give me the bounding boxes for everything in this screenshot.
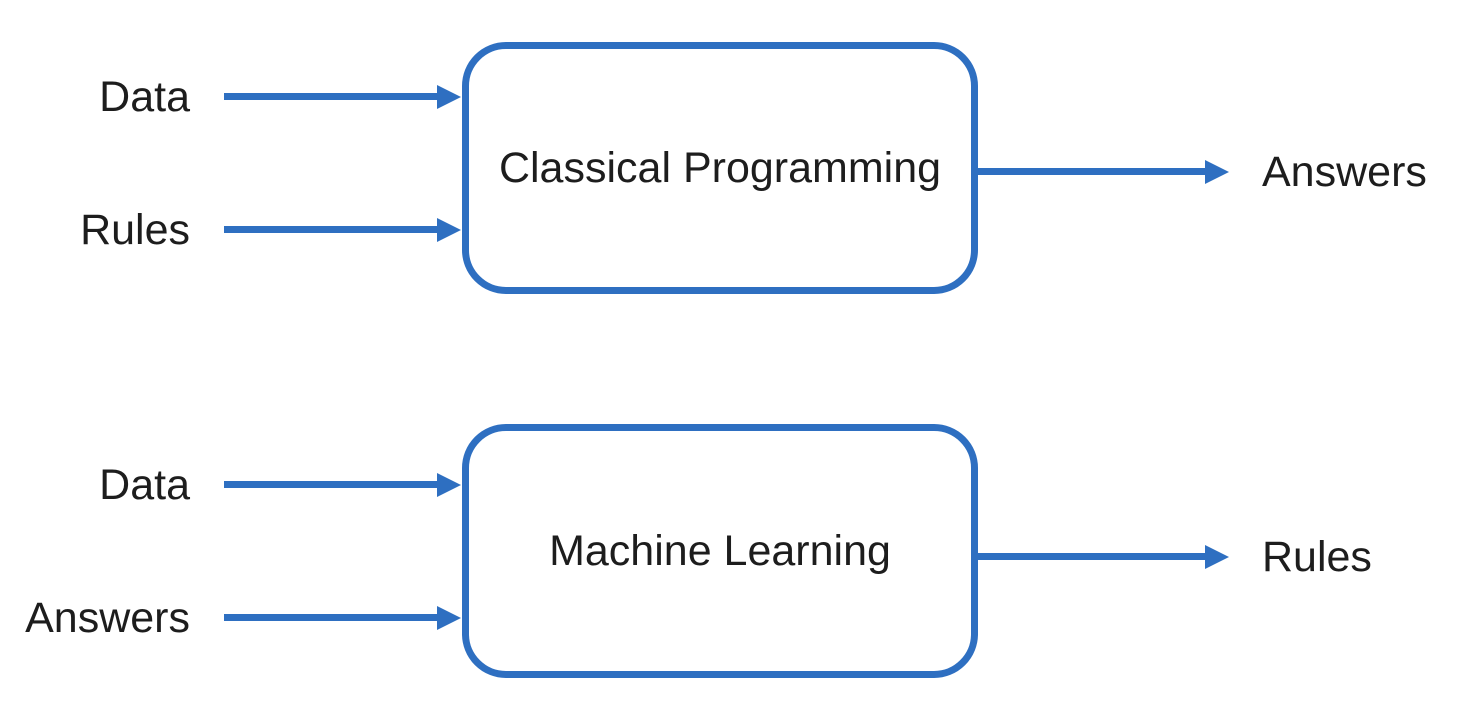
process-box-classical-programming: Classical Programming [462,42,978,294]
input-arrow-data-icon [224,93,438,100]
output-label-answers: Answers [1262,148,1427,196]
input-label-answers: Answers [25,594,190,642]
output-label-rules: Rules [1262,533,1372,581]
input-arrow-rules-icon [224,226,438,233]
output-arrow-icon [978,553,1206,560]
input-label-rules: Rules [80,206,190,254]
process-box-label: Machine Learning [549,526,891,575]
input-label-data: Data [99,461,190,509]
process-box-machine-learning: Machine Learning [462,424,978,678]
input-arrow-answers-icon [224,614,438,621]
input-arrow-data-icon [224,481,438,488]
process-box-label: Classical Programming [498,143,942,192]
input-label-data: Data [99,73,190,121]
output-arrow-icon [978,168,1206,175]
